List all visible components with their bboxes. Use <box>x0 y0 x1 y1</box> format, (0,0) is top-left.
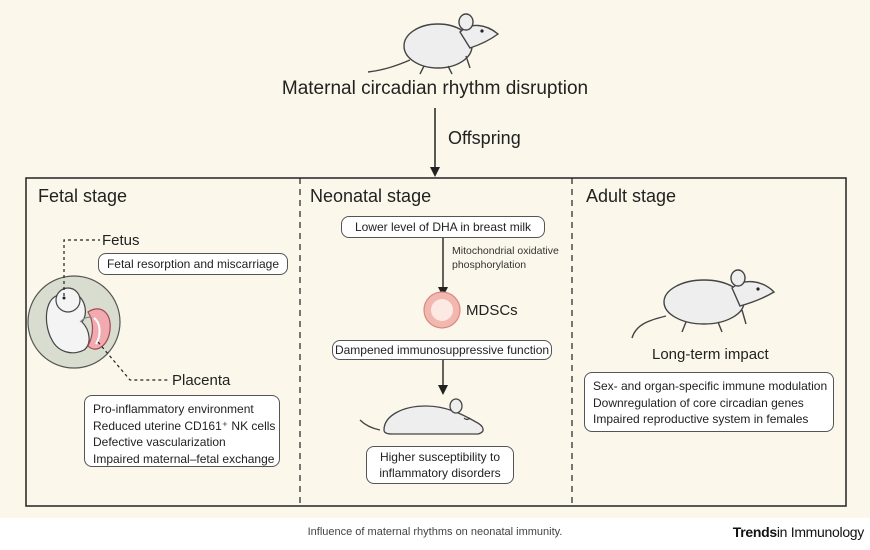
outcome-line-1: Higher susceptibility to <box>379 450 501 464</box>
mdsc-label: MDSCs <box>466 302 518 319</box>
maternal-mouse-icon <box>367 13 500 75</box>
fetal-stage-title: Fetal stage <box>38 186 128 206</box>
fetus-label: Fetus <box>102 232 140 249</box>
diagram-title: Maternal circadian rhythm disruption <box>281 78 589 99</box>
mechanism-label: Mitochondrial oxidative phosphorylation <box>452 244 559 272</box>
fetus-effect-box: Fetal resorption and miscarriage <box>98 253 288 275</box>
placenta-effect-item: Reduced uterine CD161⁺ NK cells <box>93 418 276 433</box>
mdsc-cell-icon <box>423 291 461 329</box>
adult-effect-item: Downregulation of core circadian genes <box>593 395 804 410</box>
adult-mouse-icon <box>631 269 776 339</box>
placenta-effects-box: Pro-inflammatory environment Reduced ute… <box>84 395 280 467</box>
womb-icon <box>27 275 121 369</box>
figure-caption: Influence of maternal rhythms on neonata… <box>307 526 563 538</box>
placenta-pointer <box>97 341 168 381</box>
fetus-effect-text: Fetal resorption and miscarriage <box>106 257 280 271</box>
fetus-pointer <box>63 239 100 296</box>
outcome-line-2: inflammatory disorders <box>379 466 501 480</box>
journal-brand: Trendsin Immunology <box>732 524 865 540</box>
placenta-effect-item: Defective vascularization <box>93 435 226 449</box>
brand-trends: Trends <box>732 524 777 540</box>
brand-journal: in Immunology <box>776 524 864 540</box>
placenta-effect-item: Impaired maternal–fetal exchange <box>93 451 275 466</box>
stages-frame <box>25 177 847 507</box>
adult-effect-item: Sex- and organ-specific immune modulatio… <box>593 379 828 393</box>
placenta-effect-item: Pro-inflammatory environment <box>93 402 254 416</box>
outcome-box: Higher susceptibility to inflammatory di… <box>366 446 514 484</box>
long-term-impact-label: Long-term impact <box>652 346 769 363</box>
milk-text: Lower level of DHA in breast milk <box>354 220 532 234</box>
adult-effects-box: Sex- and organ-specific immune modulatio… <box>584 372 834 432</box>
function-box: Dampened immunosuppressive function <box>332 340 552 360</box>
pup-mouse-icon <box>359 398 484 435</box>
milk-box: Lower level of DHA in breast milk <box>341 216 545 238</box>
neonatal-stage-title: Neonatal stage <box>310 186 432 206</box>
mechanism-line-1: Mitochondrial oxidative <box>452 245 559 257</box>
offspring-label: Offspring <box>448 128 521 148</box>
adult-stage-title: Adult stage <box>586 186 677 206</box>
function-text: Dampened immunosuppressive function <box>334 343 550 357</box>
adult-effect-item: Impaired reproductive system in females <box>593 412 809 426</box>
mechanism-line-2: phosphorylation <box>452 259 527 271</box>
placenta-label: Placenta <box>172 372 231 389</box>
